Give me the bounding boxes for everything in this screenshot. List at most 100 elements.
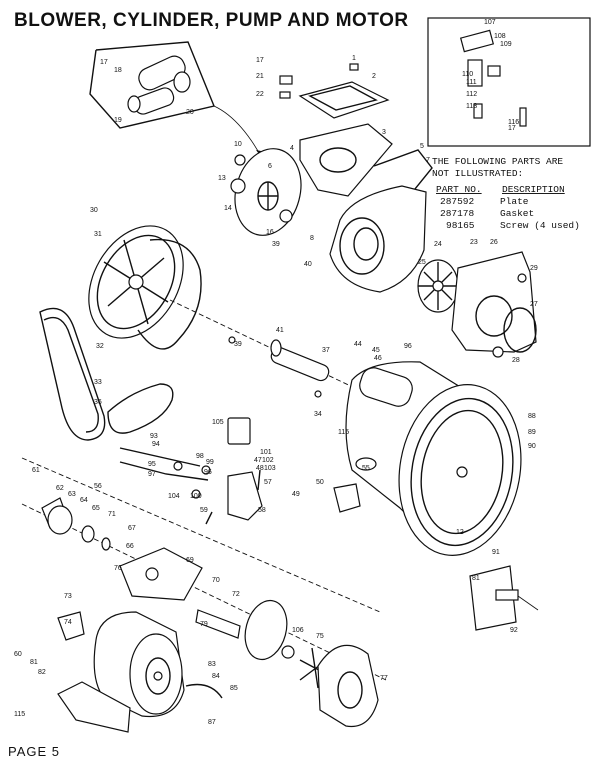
part-callout-87: 87: [208, 719, 216, 726]
notice-line-2: NOT ILLUSTRATED:: [432, 168, 523, 179]
part-callout-50: 50: [316, 479, 324, 486]
part-callout-37: 37: [322, 347, 330, 354]
part-callout-107: 107: [484, 19, 496, 26]
part-callout-17: 17: [100, 59, 108, 66]
part-callout-3: 3: [382, 129, 386, 136]
part-callout-81: 81: [30, 659, 38, 666]
part-callout-98: 98: [196, 453, 204, 460]
part-callout-39: 39: [234, 341, 242, 348]
column-header-part-no: PART NO.: [436, 184, 482, 195]
part-callout-92: 92: [510, 627, 518, 634]
part-callout-96: 96: [404, 343, 412, 350]
part-callout-41: 41: [276, 327, 284, 334]
drum-pulley-and-belts: [39, 225, 381, 441]
part-callout-100: 100: [190, 493, 202, 500]
drive-motor: [57, 611, 223, 733]
part-callout-30: 30: [90, 207, 98, 214]
part-callout-89: 89: [528, 429, 536, 436]
part-callout-60: 60: [14, 651, 22, 658]
part-callout-48: 48: [256, 465, 264, 472]
notice-line-1: THE FOLLOWING PARTS ARE: [432, 156, 563, 167]
part-callout-102: 102: [262, 457, 274, 464]
column-header-description: DESCRIPTION: [502, 184, 565, 195]
part-callout-111: 111: [466, 79, 477, 86]
part-callout-79: 79: [200, 621, 208, 628]
drive-shaft: [228, 336, 330, 398]
water-pump: [244, 599, 379, 728]
table-row-part-no: 287178: [440, 208, 475, 219]
page-title: BLOWER, CYLINDER, PUMP AND MOTOR: [14, 10, 409, 31]
washer-cylinder-drum: [345, 361, 522, 556]
part-callout-91: 91: [492, 549, 500, 556]
part-callout-7: 7: [426, 157, 430, 164]
part-callout-13: 13: [218, 175, 226, 182]
fan-and-cover: [417, 251, 537, 358]
part-callout-101: 101: [260, 449, 272, 456]
part-callout-74: 74: [64, 619, 72, 626]
part-callout-45: 45: [372, 347, 380, 354]
part-callout-112: 112: [466, 91, 477, 98]
part-callout-113: 113: [466, 103, 477, 110]
part-callout-69: 69: [186, 557, 194, 564]
part-callout-26: 26: [490, 239, 498, 246]
part-callout-99: 99: [206, 459, 214, 466]
page-number: PAGE 5: [8, 744, 61, 759]
part-callout-105: 105: [212, 419, 224, 426]
part-callout-2: 2: [372, 73, 376, 80]
part-callout-10: 10: [234, 141, 242, 148]
part-callout-73: 73: [64, 593, 72, 600]
inset-bracket-assembly: [427, 17, 591, 147]
part-callout-4: 4: [290, 145, 294, 152]
part-callout-34: 34: [314, 411, 322, 418]
part-callout-108: 108: [494, 33, 506, 40]
not-illustrated-parts-table: THE FOLLOWING PARTS ARE NOT ILLUSTRATED:…: [432, 156, 580, 231]
part-callout-115: 115: [14, 711, 25, 718]
part-callout-109: 109: [500, 41, 512, 48]
part-callout-75: 75: [316, 633, 324, 640]
part-callout-47: 47: [254, 457, 262, 464]
part-callout-110: 110: [462, 71, 473, 78]
pump-bracket-assembly: [21, 457, 387, 681]
part-callout-71: 71: [108, 511, 116, 518]
part-callout-44: 44: [354, 341, 362, 348]
part-callout-58: 58: [258, 507, 266, 514]
part-callout-83: 83: [208, 661, 216, 668]
part-callout-116: 116: [508, 119, 519, 126]
part-callout-22: 22: [256, 91, 264, 98]
part-callout-63: 63: [68, 491, 76, 498]
part-callout-36: 36: [94, 399, 102, 406]
part-callout-17: 17: [256, 57, 264, 64]
part-callout-6: 6: [268, 163, 272, 170]
part-callout-20: 20: [186, 109, 194, 116]
part-callout-65: 65: [92, 505, 100, 512]
part-callout-1: 1: [352, 55, 356, 62]
part-callout-82: 82: [38, 669, 46, 676]
part-callout-31: 31: [94, 231, 102, 238]
part-callout-39: 39: [272, 241, 280, 248]
part-callout-97: 97: [148, 471, 156, 478]
part-callout-62: 62: [56, 485, 64, 492]
part-callout-67: 67: [128, 525, 136, 532]
part-callout-23: 23: [470, 239, 478, 246]
part-callout-95: 95: [148, 461, 156, 468]
part-callout-49: 49: [292, 491, 300, 498]
transmission-linkage: [119, 417, 361, 525]
part-callout-81: 81: [472, 575, 480, 582]
part-callout-29: 29: [530, 265, 538, 272]
part-callout-27: 27: [530, 301, 538, 308]
blower-housing: [329, 185, 427, 293]
part-callout-96: 96: [204, 469, 212, 476]
inset-hose-assembly: [89, 41, 266, 159]
part-callout-66: 66: [126, 543, 134, 550]
part-callout-106: 106: [292, 627, 304, 634]
part-callout-56: 56: [94, 483, 102, 490]
part-callout-84: 84: [212, 673, 220, 680]
part-callout-28: 28: [512, 357, 520, 364]
part-callout-16: 16: [266, 229, 274, 236]
part-callout-59: 59: [200, 507, 208, 514]
part-callout-25: 25: [418, 259, 426, 266]
part-callout-76: 76: [114, 565, 122, 572]
mounting-bracket: [469, 565, 539, 631]
table-row-part-no: 98165: [446, 220, 475, 231]
